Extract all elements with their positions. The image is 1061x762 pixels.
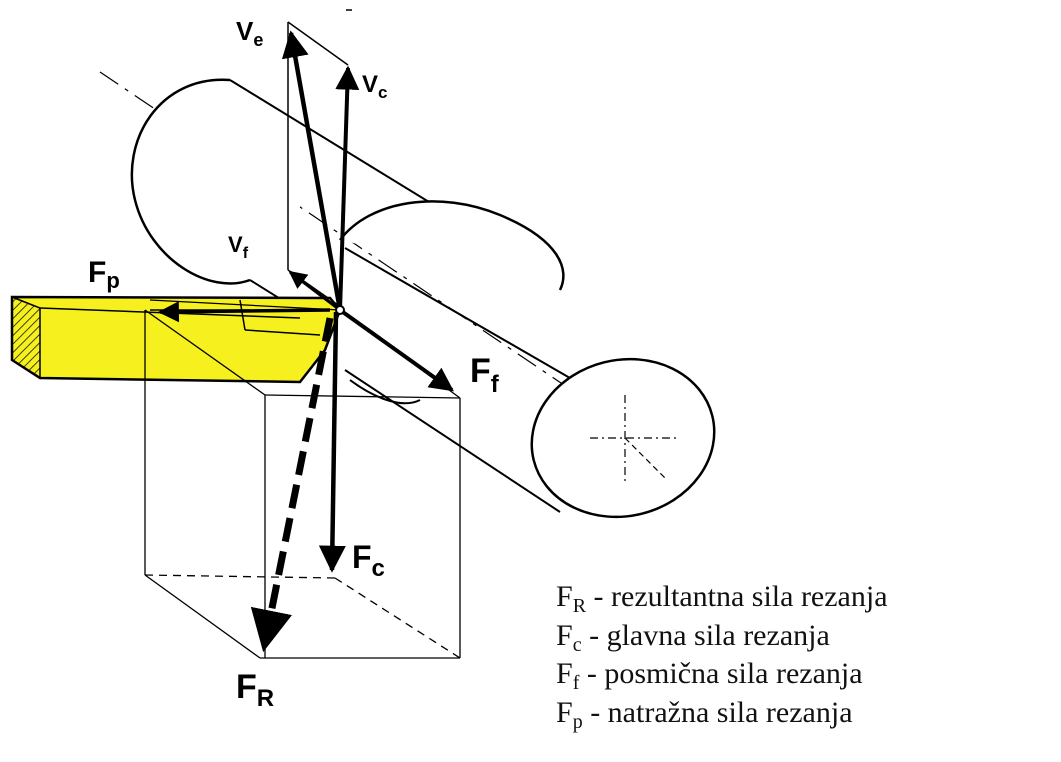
ff-arrow: [338, 308, 454, 392]
workpiece-shoulder: [339, 200, 565, 291]
vf-arrow: [288, 270, 341, 312]
label-vf: Vf: [228, 232, 249, 262]
label-vc: Vc: [362, 71, 387, 102]
fr-arrow: [250, 317, 334, 653]
label-fr: FR: [236, 668, 274, 712]
force-legend: FR - rezultantna sila rezanja Fc - glavn…: [556, 578, 888, 732]
label-ff: Ff: [470, 352, 500, 398]
legend-item-fr: FR - rezultantna sila rezanja: [556, 580, 888, 617]
legend-item-fp: Fp - natražna sila rezanja: [556, 695, 853, 733]
cutting-tool: [10, 295, 342, 384]
label-fc: Fc: [352, 539, 385, 582]
label-ve: Ve: [236, 16, 263, 50]
workpiece-small-cylinder: [340, 247, 716, 519]
fc-arrow: [318, 311, 346, 573]
vc-arrow: [335, 65, 360, 311]
ve-arrow: [281, 30, 343, 311]
legend-item-fc: Fc - glavna sila rezanja: [556, 618, 830, 656]
label-fp: Fp: [88, 256, 120, 293]
fp-arrow: [157, 301, 331, 323]
legend-item-ff: Ff - posmična sila rezanja: [556, 657, 863, 694]
cutting-point: [335, 305, 345, 315]
force-box: [144, 299, 461, 659]
